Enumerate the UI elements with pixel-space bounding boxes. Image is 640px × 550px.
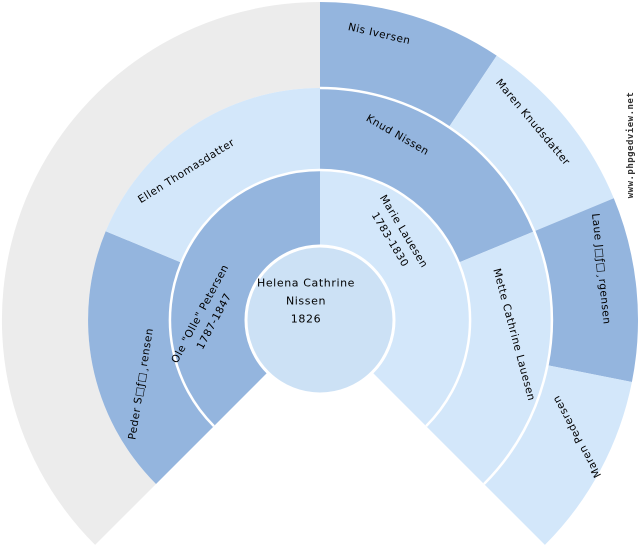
ring-separator-inner	[168, 168, 472, 427]
ring-separator-outer	[319, 86, 554, 485]
segment-maternal-grandmother[interactable]	[426, 231, 552, 484]
root-years: 1826	[290, 311, 322, 325]
segment-maternal-grandfather[interactable]	[320, 88, 535, 263]
segment-maternal-grandmothers-father[interactable]	[534, 198, 639, 382]
segment-paternal-grandmother[interactable]	[105, 88, 320, 263]
segment-father[interactable]	[169, 169, 320, 427]
segment-paternal-grandfather[interactable]	[88, 231, 214, 484]
root-name-line2: Nissen	[285, 294, 327, 308]
phpgedview-watermark: www.phpgedview.net	[626, 91, 636, 199]
root-person-label: Helena Cathrine Nissen 1826	[257, 274, 355, 327]
segment-mother[interactable]	[320, 169, 471, 427]
segment-maternal-grandfathers-mother[interactable]	[448, 55, 614, 232]
segment-empty-paternal-great-grandparents	[1, 2, 320, 545]
segment-maternal-grandfathers-father[interactable]	[320, 1, 497, 128]
root-person-circle[interactable]	[244, 244, 396, 396]
segment-maternal-grandmothers-mother[interactable]	[484, 365, 632, 545]
root-name-line1: Helena Cathrine	[256, 276, 356, 290]
